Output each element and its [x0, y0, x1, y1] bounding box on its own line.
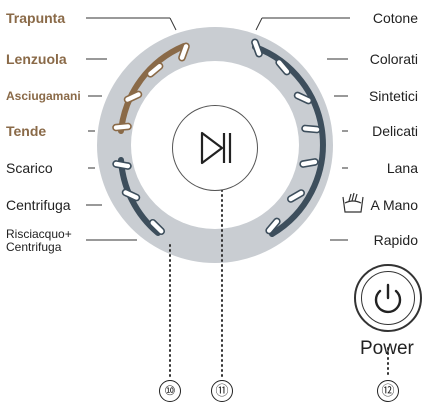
dial-position-sintetici[interactable] — [293, 91, 313, 105]
dial-position-rapido[interactable] — [265, 217, 281, 235]
label-asciugamani: Asciugamani — [6, 89, 81, 103]
callout-11: ⑪ — [211, 380, 233, 402]
dial-position-cotone[interactable] — [251, 38, 263, 58]
label-risciacquo-line2: Centrifuga — [6, 240, 62, 254]
dial-position-colorati[interactable] — [275, 58, 291, 76]
label-trapunta: Trapunta — [6, 10, 66, 26]
dial-arc-brown — [118, 43, 187, 134]
callout-10: ⑩ — [159, 380, 181, 402]
dial-position-trapunta[interactable] — [178, 42, 190, 62]
label-a-mano: A Mano — [370, 197, 418, 213]
label-scarico: Scarico — [6, 160, 53, 176]
dial-position-delicati[interactable] — [301, 124, 321, 134]
play-pause-icon — [200, 131, 231, 164]
dial-position-tende[interactable] — [112, 122, 132, 132]
power-label: Power — [360, 338, 414, 359]
dial-position-asciugamani[interactable] — [123, 90, 143, 104]
label-risciacquo-line1: Risciacquo+ — [6, 227, 72, 241]
label-lenzuola: Lenzuola — [6, 51, 67, 67]
label-lana: Lana — [386, 160, 418, 176]
dial-position-lenzuola[interactable] — [146, 62, 164, 78]
dial-position-centrifuga[interactable] — [121, 188, 141, 202]
label-cotone: Cotone — [372, 10, 418, 26]
power-button[interactable] — [354, 264, 422, 332]
power-icon — [374, 283, 402, 314]
label-tende: Tende — [6, 123, 47, 139]
label-delicati: Delicati — [372, 123, 418, 139]
start-pause-button[interactable] — [172, 105, 258, 191]
label-centrifuga: Centrifuga — [6, 197, 71, 213]
label-rapido: Rapido — [373, 232, 418, 248]
callout-12: ⑫ — [377, 380, 399, 402]
label-sintetici: Sintetici — [368, 88, 418, 104]
label-colorati: Colorati — [369, 51, 418, 67]
hand-wash-icon — [342, 192, 364, 213]
dial-position-scarico[interactable] — [112, 160, 132, 170]
dial-position-a-mano[interactable] — [287, 189, 306, 203]
dial-position-lana[interactable] — [299, 158, 319, 168]
power-button-ring — [361, 271, 415, 325]
dial-position-risciacquo[interactable] — [148, 218, 166, 236]
